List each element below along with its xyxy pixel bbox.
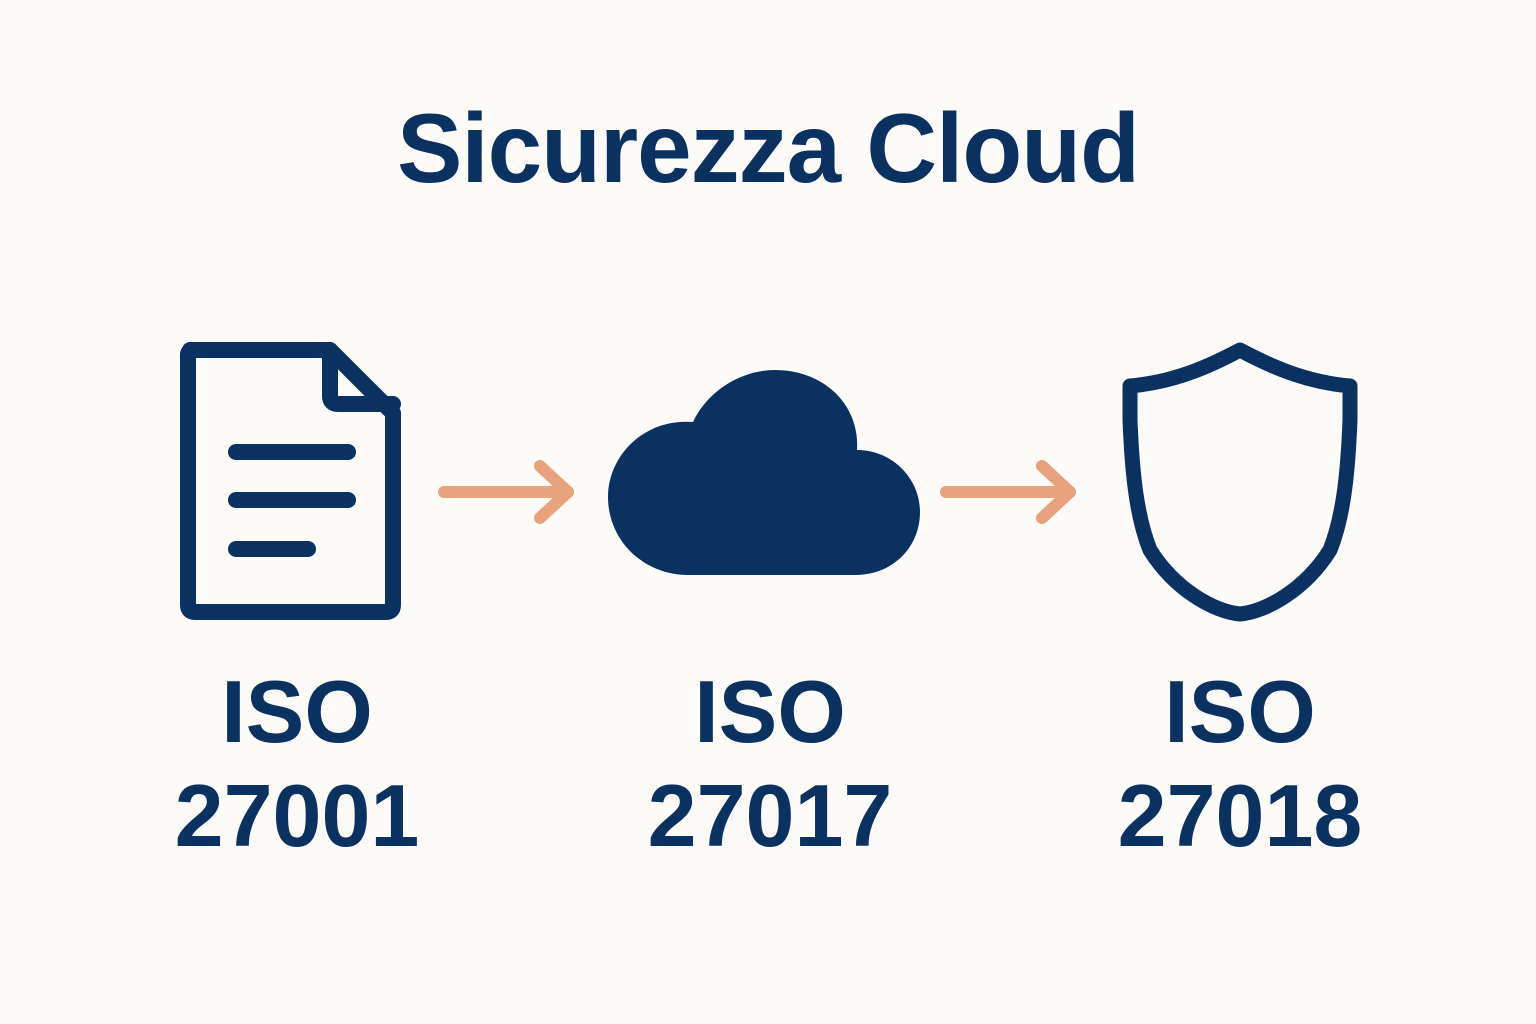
step-label-line1: ISO bbox=[694, 662, 846, 761]
step-label-line2: 27017 bbox=[647, 766, 893, 865]
step-label-iso-27018: ISO 27018 bbox=[1080, 660, 1400, 868]
step-label-line2: 27001 bbox=[174, 766, 420, 865]
step-label-iso-27017: ISO 27017 bbox=[610, 660, 930, 868]
diagram-title: Sicurezza Cloud bbox=[397, 93, 1140, 203]
arrow-right-icon bbox=[940, 460, 1076, 524]
document-icon bbox=[180, 342, 401, 620]
cloud-icon bbox=[608, 370, 920, 575]
step-label-line1: ISO bbox=[1164, 662, 1316, 761]
step-label-line2: 27018 bbox=[1117, 766, 1363, 865]
step-label-iso-27001: ISO 27001 bbox=[137, 660, 457, 868]
step-label-line1: ISO bbox=[221, 662, 373, 761]
arrow-right-icon bbox=[438, 460, 574, 524]
shield-icon bbox=[1122, 342, 1358, 622]
